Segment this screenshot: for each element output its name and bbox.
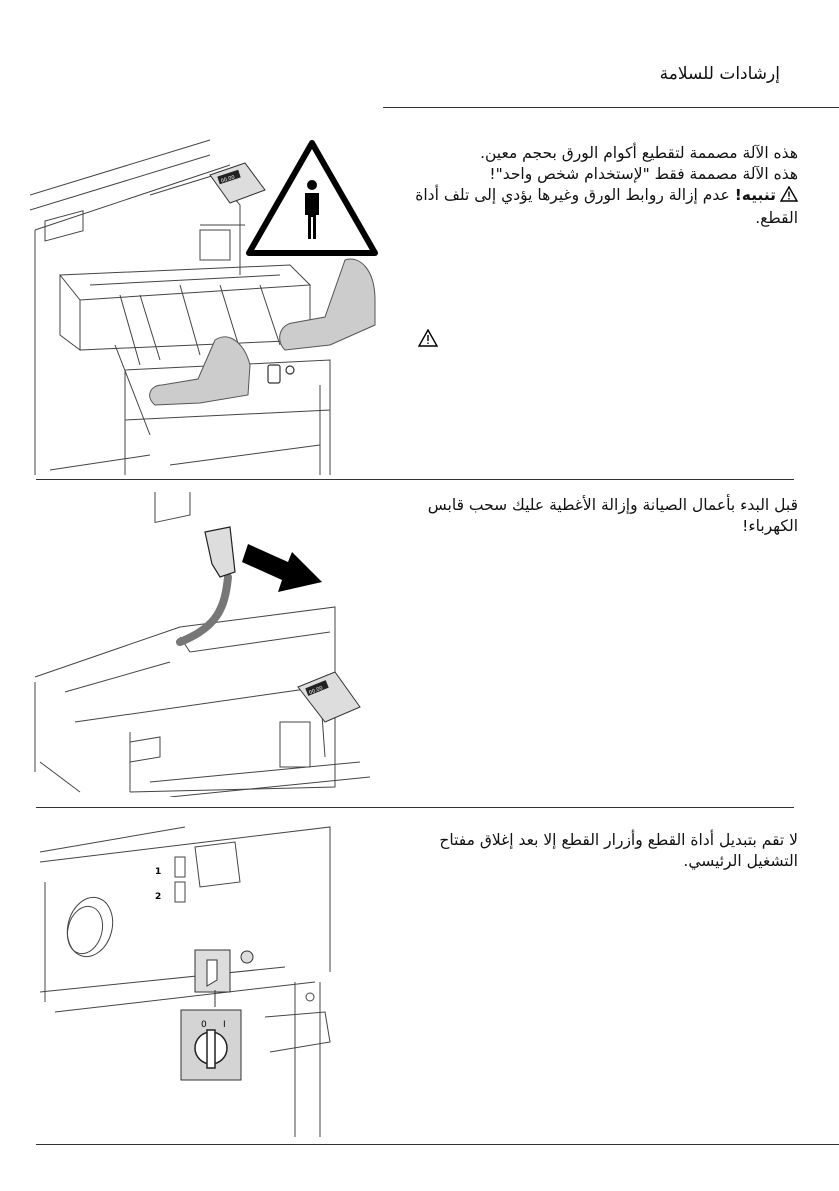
keypad-icon: 00.00 (297, 671, 361, 723)
section2-rule (36, 807, 794, 808)
bottom-rule (36, 1144, 839, 1145)
section1-text: هذه الآلة مصممة لتقطيع أكوام الورق بحجم … (398, 143, 799, 229)
warning-triangle-icon (779, 185, 799, 208)
keypad-display: 00.00 (308, 685, 324, 696)
section2-text: قبل البدء بأعمال الصيانة وإزالة الأغطية … (398, 495, 798, 537)
switch-off-label: 0 (201, 1020, 207, 1030)
section1-line2: هذه الآلة مصممة فقط "لإستخدام شخص واحد"! (489, 165, 798, 183)
warning-triangle-icon (417, 328, 439, 351)
arrow-icon (242, 544, 322, 592)
section3-text: لا تقم بتبديل أداة القطع وأزرار القطع إل… (398, 830, 798, 872)
main-switch-icon: 0 I (180, 1009, 242, 1081)
keypad-icon: 00.00 (209, 162, 266, 204)
section1-line1: هذه الآلة مصممة لتقطيع أكوام الورق بحجم … (480, 144, 798, 162)
label-2: 2 (155, 892, 161, 902)
page-title: إرشادات للسلامة (659, 64, 780, 84)
figure-unplug: 00.00 (30, 492, 380, 797)
figure-two-hand-operation: 00.00 (30, 135, 380, 475)
warning-text: عدم إزالة روابط الورق وغيرها يؤدي إلى تل… (415, 186, 798, 227)
warning-label: تنبيه! (734, 186, 776, 204)
person-warning-icon (246, 140, 378, 256)
header-rule (383, 107, 839, 108)
key-switch-icon (194, 949, 254, 993)
keypad-display: 00.00 (220, 174, 235, 184)
section3-line: لا تقم بتبديل أداة القطع وأزرار القطع إل… (439, 831, 798, 870)
switch-on-label: I (223, 1020, 226, 1030)
figure-main-switch: 1 2 0 I (35, 822, 345, 1137)
section1-rule (36, 479, 794, 480)
section2-line: قبل البدء بأعمال الصيانة وإزالة الأغطية … (427, 496, 798, 535)
section1-warning: تنبيه! عدم إزالة روابط الورق وغيرها يؤدي… (398, 185, 799, 229)
label-1: 1 (155, 867, 161, 877)
